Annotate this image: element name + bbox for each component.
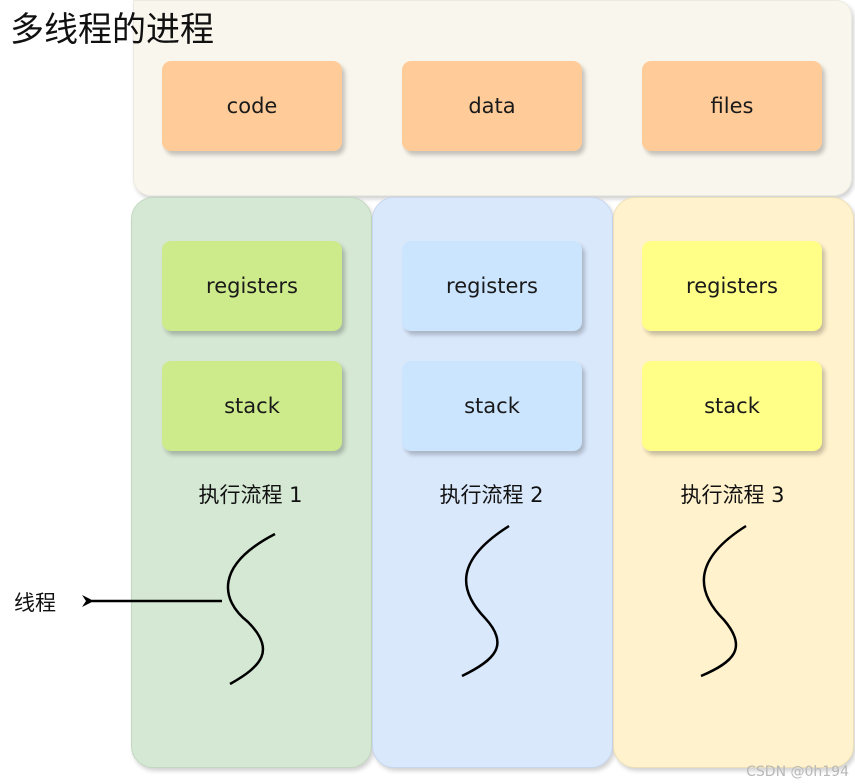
files-box: files [642,61,822,151]
thread-label: 线程 [14,591,56,615]
thread-3-flow-label: 执行流程 3 [680,483,785,507]
thread-2-stack-box: stack [402,361,582,451]
thread-1-execution-curve [226,532,276,686]
diagram-title: 多线程的进程 [10,10,214,50]
thread-2-execution-curve [461,524,510,678]
watermark: CSDN @0h194 [746,764,849,780]
thread-3-registers-box: registers [642,241,822,331]
thread-3-stack-box: stack [642,361,822,451]
thread-2-registers-box: registers [402,241,582,331]
thread-2-flow-label: 执行流程 2 [439,483,544,507]
thread-1-registers-box: registers [162,241,342,331]
thread-1-stack-box: stack [162,361,342,451]
code-box: code [162,61,342,151]
thread-3-execution-curve [700,524,747,678]
data-box: data [402,61,582,151]
thread-1-flow-label: 执行流程 1 [198,483,303,507]
